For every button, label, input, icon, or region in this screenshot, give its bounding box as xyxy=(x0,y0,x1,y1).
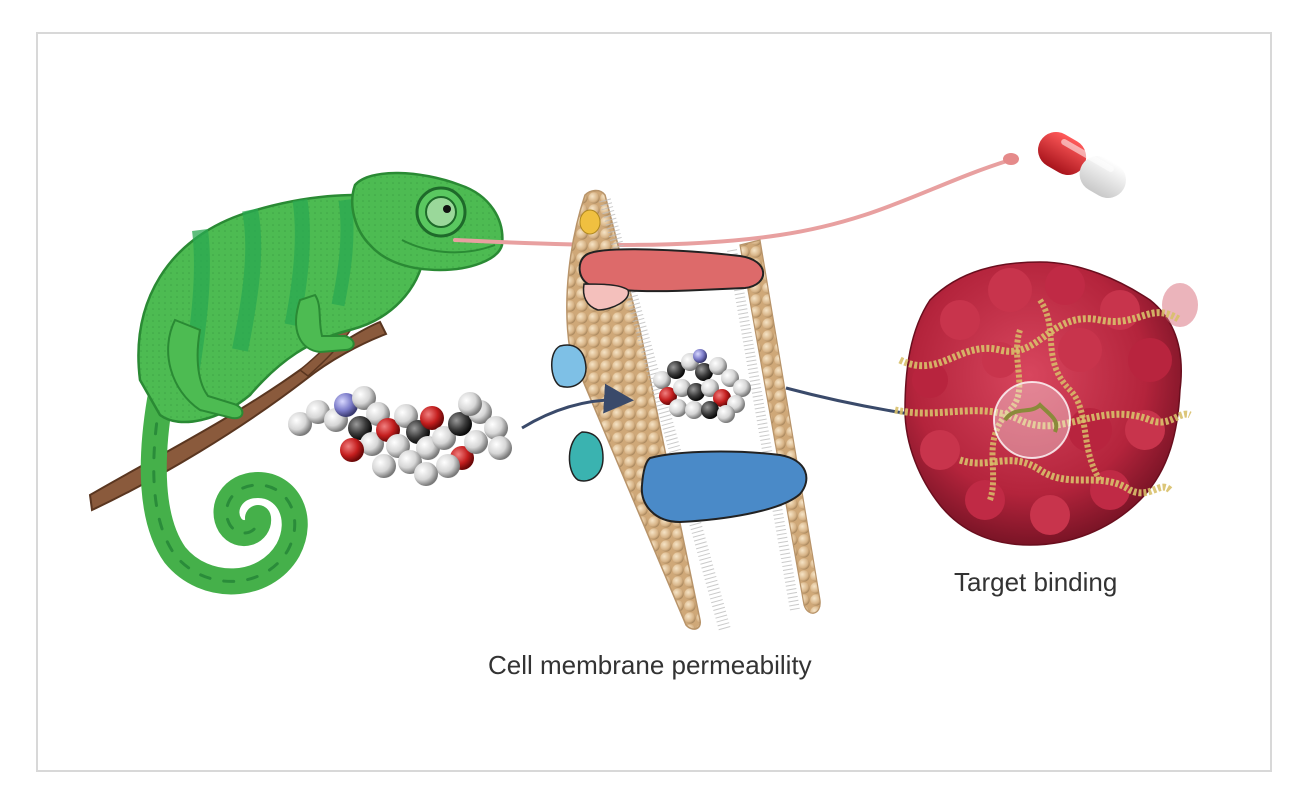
target-label: Target binding xyxy=(954,567,1118,597)
cell-membrane-icon xyxy=(551,189,821,632)
arrow-into-membrane xyxy=(521,383,634,430)
protein-target-icon xyxy=(894,261,1198,546)
membrane-molecule-icon xyxy=(653,349,751,423)
chameleon-icon xyxy=(88,153,1019,595)
molecule-icon xyxy=(288,386,512,486)
membrane-label: Cell membrane permeability xyxy=(488,650,812,680)
capsule-icon xyxy=(1038,132,1126,198)
